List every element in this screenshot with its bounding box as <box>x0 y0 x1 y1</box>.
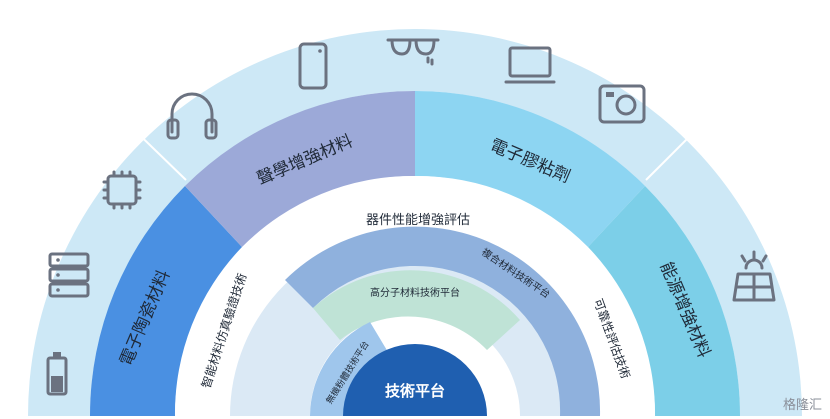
battery-icon <box>46 352 68 396</box>
inner-ring-polymer <box>313 270 520 350</box>
watermark: 格隆汇 <box>783 394 822 413</box>
camera-icon <box>598 84 646 124</box>
headphones-icon <box>166 92 218 140</box>
white-ring-label: 器件性能增強評估 <box>366 213 470 228</box>
center-core <box>343 344 487 416</box>
segment-electronic-ceramics <box>89 186 242 416</box>
solar-panel-icon <box>732 250 776 302</box>
white-ring <box>175 176 655 416</box>
server-icon <box>48 252 90 298</box>
chip-icon <box>102 170 142 210</box>
phone-icon <box>298 42 328 90</box>
center-label: 技術平台 <box>385 382 445 400</box>
segment-adhesive <box>415 90 645 247</box>
segment-energy <box>588 186 741 416</box>
outer-band-divider <box>645 117 709 181</box>
laptop-icon <box>504 46 556 84</box>
outer-band <box>28 29 802 416</box>
watermark-text: 格隆汇 <box>782 398 822 413</box>
segment-acoustic <box>185 90 415 247</box>
outer-band-divider <box>121 117 187 181</box>
glasses-icon <box>386 38 440 66</box>
inner-ring-label: 高分子材料技術平台 <box>370 286 460 299</box>
inner-ring-inorganic <box>310 322 388 416</box>
inner-ring-composite <box>285 226 601 416</box>
